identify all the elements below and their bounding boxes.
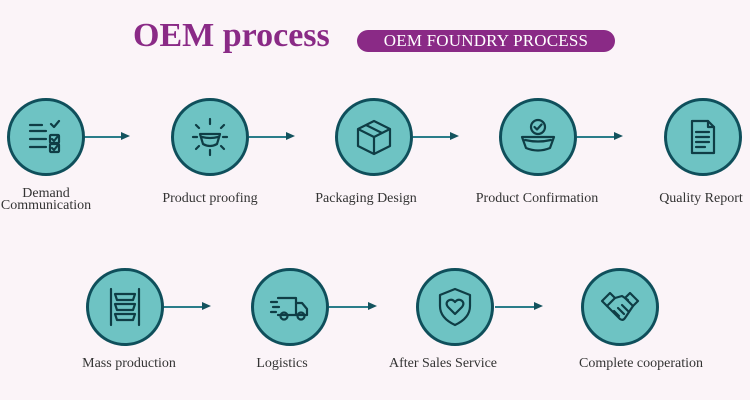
step-label: Product proofing: [162, 191, 258, 206]
step-complete-cooperation: [581, 268, 659, 346]
bowl-focus-icon: [191, 117, 229, 157]
process-badge: OEM FOUNDRY PROCESS: [357, 30, 615, 52]
step-mass-production: [86, 268, 164, 346]
delivery-truck-icon: [269, 296, 309, 321]
page-title: OEM process: [133, 17, 330, 54]
connector-line: [163, 306, 204, 308]
step-label: Quality Report: [659, 191, 743, 206]
connector-line: [249, 136, 288, 138]
step-product-confirmation: [499, 98, 577, 176]
connector-line: [329, 306, 370, 308]
arrow-right-icon: [614, 132, 623, 140]
connector-line: [495, 306, 536, 308]
connector-line: [84, 136, 123, 138]
step-logistics: [251, 268, 329, 346]
step-after-sales-service: [416, 268, 494, 346]
arrow-right-icon: [450, 132, 459, 140]
step-label: Mass production: [82, 356, 176, 371]
arrow-right-icon: [202, 302, 211, 310]
connector-line: [413, 136, 452, 138]
step-quality-report: [664, 98, 742, 176]
arrow-right-icon: [121, 132, 130, 140]
step-packaging-design: [335, 98, 413, 176]
stacked-bowls-icon: [109, 287, 141, 327]
step-label: Packaging Design: [315, 191, 417, 206]
step-label: Demand Communication: [0, 186, 92, 213]
arrow-right-icon: [534, 302, 543, 310]
step-label: Complete cooperation: [578, 356, 704, 371]
checklist-icon: [28, 119, 61, 154]
step-product-proofing: [171, 98, 249, 176]
arrow-right-icon: [368, 302, 377, 310]
bowl-check-icon: [520, 118, 556, 152]
step-label: Product Confirmation: [475, 191, 599, 206]
step-label: After Sales Service: [388, 356, 498, 371]
connector-line: [577, 136, 616, 138]
arrow-right-icon: [286, 132, 295, 140]
document-icon: [690, 119, 716, 155]
box-icon: [356, 119, 392, 156]
step-label: Logistics: [256, 356, 308, 371]
heart-shield-icon: [438, 287, 472, 327]
step-demand-communication: [7, 98, 85, 176]
handshake-icon: [600, 291, 640, 321]
